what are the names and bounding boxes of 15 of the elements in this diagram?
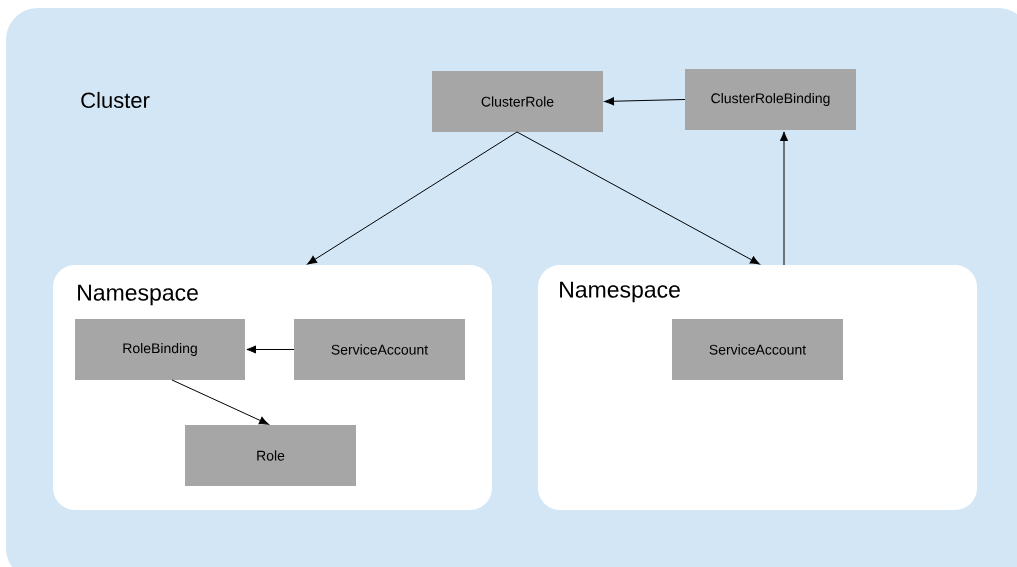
- role-box: RoleBinding: [75, 319, 245, 380]
- role-box: ServiceAccount: [672, 319, 843, 380]
- arrow: [307, 131, 518, 265]
- arrow: [246, 345, 295, 354]
- role-box: Role: [185, 425, 356, 486]
- container-label: Cluster: [81, 91, 150, 109]
- container-label: Namespace: [560, 281, 680, 303]
- container-label: Namespace: [78, 284, 198, 306]
- arrow: [604, 97, 686, 106]
- role-box: ClusterRoleBinding: [685, 69, 856, 130]
- arrow: [171, 379, 269, 425]
- arrow: [779, 131, 789, 266]
- role-box: ClusterRole: [432, 71, 603, 132]
- arrow: [516, 131, 760, 265]
- role-box: ServiceAccount: [294, 319, 465, 380]
